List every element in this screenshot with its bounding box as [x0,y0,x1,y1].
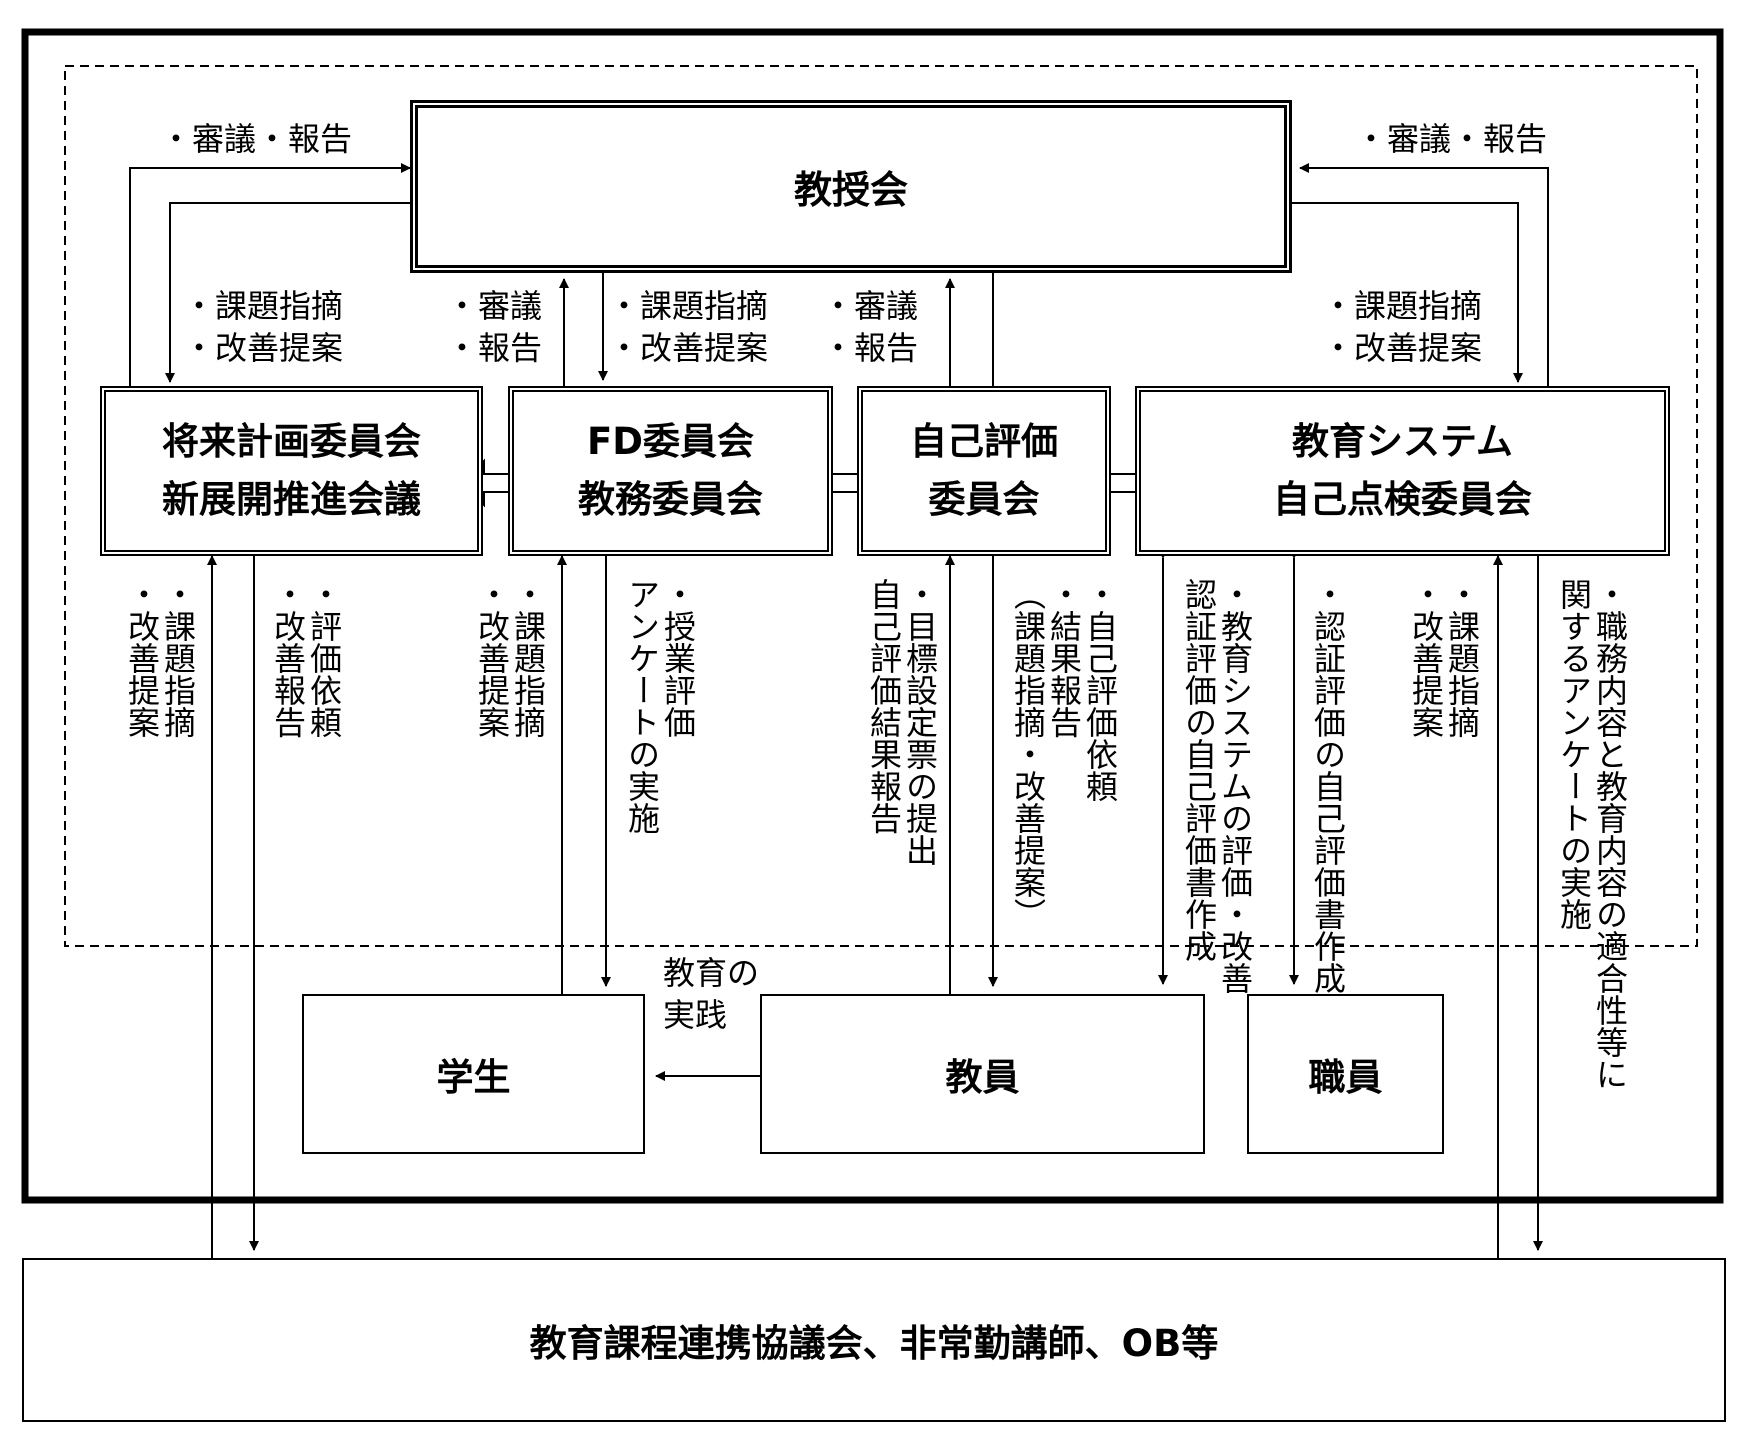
outer-frame [21,28,1724,1204]
vlabel-future-eval-request-1: ・評価依頼 [305,578,343,738]
vlabel-edusys-eval-2: 認証評価の自己評価書作成 [1180,578,1218,962]
label-issues-left-1: ・課題指摘 [183,287,344,325]
vlabel-edusys-issues-2: ・改善提案 [1407,578,1445,738]
vlabel-goal-sheet-2: 自己評価結果報告 [865,578,903,834]
vlabel-edusys-eval-1: ・教育システムの評価・改善 [1216,578,1254,994]
external-box: 教育課程連携協議会、非常勤講師、OB等 [22,1258,1726,1422]
arrow-edusys-to-council [1299,163,1549,390]
staff-box: 職員 [1247,994,1444,1154]
vlabel-goal-sheet-1: ・目標設定票の提出 [901,578,939,866]
label-deliberate-mid1: ・審議 ・報告 [446,285,542,369]
vlabel-job-content-survey: ・職務内容と教育内容の適合性等に 関するアンケートの実施 [1555,578,1629,1090]
vlabel-future-issues-1: ・課題指摘 [159,578,197,738]
vlabel-self-eval-request-2: ・結果報告 [1045,578,1083,738]
vlabel-edusys-issues: ・課題指摘 ・改善提案 [1407,578,1481,738]
dashed-boundary [64,65,1698,947]
students-label: 学生 [436,1056,511,1099]
self-evaluation-line-2: 委員会 [928,478,1040,521]
vlabel-future-eval-request-2: ・改善報告 [269,578,307,738]
faculty-label: 教員 [945,1056,1020,1099]
education-system-box: 教育システム 自己点検委員会 [1135,386,1670,556]
vlabel-future-eval-request: ・評価依頼 ・改善報告 [269,578,343,738]
vlabel-goal-sheet: ・目標設定票の提出 自己評価結果報告 [865,578,939,866]
label-issues-mid-1: ・課題指摘 [608,287,769,325]
future-planning-box: 将来計画委員会 新展開推進会議 [100,386,483,556]
fd-committee-box: FD委員会 教務委員会 [508,386,833,556]
label-issues-right-1: ・課題指摘 [1322,287,1483,325]
label-issues-left: ・課題指摘 ・改善提案 [183,285,343,369]
vlabel-edusys-eval: ・教育システムの評価・改善 認証評価の自己評価書作成 [1180,578,1254,994]
education-system-line-1: 教育システム [1292,420,1513,463]
external-label: 教育課程連携協議会、非常勤講師、OB等 [529,1322,1219,1365]
label-deliberate-report-right: ・審議・報告 [1355,118,1547,160]
label-deliberate-report-left-text: ・審議・報告 [160,120,353,158]
faculty-council-label: 教授会 [793,168,908,212]
vlabel-fd-class-survey: ・授業評価 アンケートの実施 [623,578,697,834]
label-issues-right-2: ・改善提案 [1322,329,1483,367]
label-issues-right: ・課題指摘 ・改善提案 [1322,285,1482,369]
vlabel-future-issues: ・課題指摘 ・改善提案 [123,578,197,738]
label-deliberate-report-right-text: ・審議・報告 [1355,120,1548,158]
vlabel-future-issues-2: ・改善提案 [123,578,161,738]
students-box: 学生 [302,994,645,1154]
faculty-box: 教員 [760,994,1205,1154]
vlabel-self-eval-request: ・自己評価依頼 ・結果報告 （課題指摘・改善提案） [1009,578,1119,930]
label-deliberate-mid2: ・審議 ・報告 [822,285,918,369]
arrow-council-to-edusys [1292,202,1523,383]
vlabel-self-eval-request-3: （課題指摘・改善提案） [1009,578,1047,930]
label-deliberate-report-left: ・審議・報告 [160,118,352,160]
label-issues-mid-2: ・改善提案 [608,329,769,367]
arrow-council-to-future [165,202,418,383]
faculty-council-box: 教授会 [410,100,1292,273]
label-education-practice-2: 実践 [663,996,728,1034]
vlabel-fd-issues: ・課題指摘 ・改善提案 [473,578,547,738]
education-system-line-2: 自己点検委員会 [1273,478,1532,521]
label-education-practice: 教育の 実践 [663,952,759,1036]
label-deliberate-mid1-1: ・審議 [446,287,543,325]
label-education-practice-1: 教育の [663,954,760,992]
vlabel-fd-issues-1: ・課題指摘 [509,578,547,738]
vlabel-self-eval-request-1: ・自己評価依頼 [1081,578,1119,802]
vlabel-job-content-survey-1: ・職務内容と教育内容の適合性等に [1591,578,1629,1090]
arrow-future-to-council [129,163,411,390]
vlabel-staff-self-eval-1: ・認証評価の自己評価書作成 [1309,578,1347,994]
fd-committee-line-2: 教務委員会 [578,478,763,521]
vlabel-fd-class-survey-2: アンケートの実施 [623,578,661,834]
future-planning-line-1: 将来計画委員会 [162,420,421,463]
vlabel-job-content-survey-2: 関するアンケートの実施 [1555,578,1593,930]
vlabel-staff-self-eval: ・認証評価の自己評価書作成 [1309,578,1347,994]
label-issues-mid: ・課題指摘 ・改善提案 [608,285,768,369]
label-deliberate-mid1-2: ・報告 [446,329,543,367]
vlabel-edusys-issues-1: ・課題指摘 [1443,578,1481,738]
future-planning-line-2: 新展開推進会議 [162,478,421,521]
fd-committee-line-1: FD委員会 [587,420,754,463]
label-deliberate-mid2-2: ・報告 [822,329,919,367]
label-issues-left-2: ・改善提案 [183,329,344,367]
vlabel-fd-class-survey-1: ・授業評価 [659,578,697,738]
self-evaluation-box: 自己評価 委員会 [857,386,1111,556]
staff-label: 職員 [1308,1056,1383,1099]
self-evaluation-line-1: 自己評価 [910,420,1058,463]
vlabel-fd-issues-2: ・改善提案 [473,578,511,738]
label-deliberate-mid2-1: ・審議 [822,287,919,325]
